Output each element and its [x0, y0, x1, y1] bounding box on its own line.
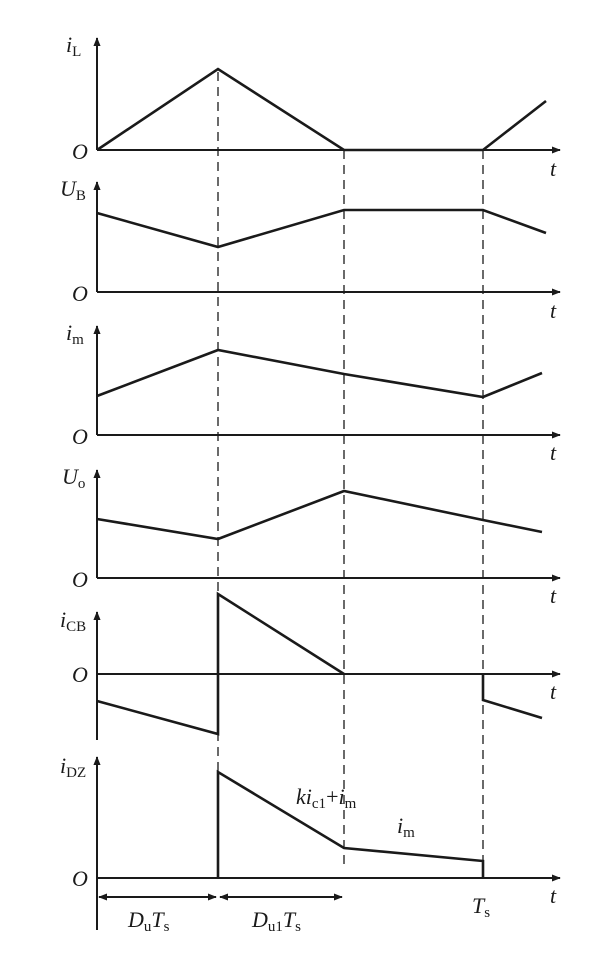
annotation-im: im — [397, 813, 415, 841]
axis-label-ub: UB — [60, 176, 86, 204]
panel-uo: Uo O t — [62, 464, 561, 608]
waveform-idz — [216, 769, 485, 878]
axis-label-icb: iCB — [60, 607, 86, 635]
origin-label: O — [72, 139, 88, 164]
panel-ub: UB O t — [60, 176, 561, 323]
panel-icb: iCB O t — [60, 591, 561, 740]
axis-label-im: im — [66, 320, 84, 348]
interval-label-duts: DuTs — [127, 907, 170, 935]
origin-label: O — [72, 662, 88, 687]
waveform-ub — [96, 208, 547, 249]
waveform-icb — [96, 591, 345, 736]
panel-im: im O t — [66, 320, 561, 465]
panel-idz: iDZ O t kic1+im im Ts — [60, 753, 561, 921]
axis-label-il: iL — [66, 32, 81, 60]
t-label: t — [550, 883, 557, 908]
interval-label-du1ts: Du1Ts — [251, 907, 301, 935]
waveform-il — [96, 67, 547, 152]
annotation-k-ic1-plus-im: kic1+im — [296, 784, 357, 812]
origin-label: O — [72, 866, 88, 891]
origin-label: O — [72, 281, 88, 306]
t-label: t — [550, 679, 557, 704]
axis-label-idz: iDZ — [60, 753, 86, 781]
annotation-ts: Ts — [472, 893, 490, 921]
t-label: t — [550, 298, 557, 323]
waveform-im — [96, 348, 543, 399]
origin-label: O — [72, 424, 88, 449]
waveform-uo — [96, 489, 543, 541]
axis-label-uo: Uo — [62, 464, 85, 492]
interval-markers: DuTs Du1Ts — [96, 878, 343, 935]
origin-label: O — [72, 567, 88, 592]
t-label: t — [550, 440, 557, 465]
t-label: t — [550, 583, 557, 608]
panel-il: iL O t — [66, 32, 561, 181]
waveform-icb-tail — [481, 674, 543, 720]
t-label: t — [550, 156, 557, 181]
